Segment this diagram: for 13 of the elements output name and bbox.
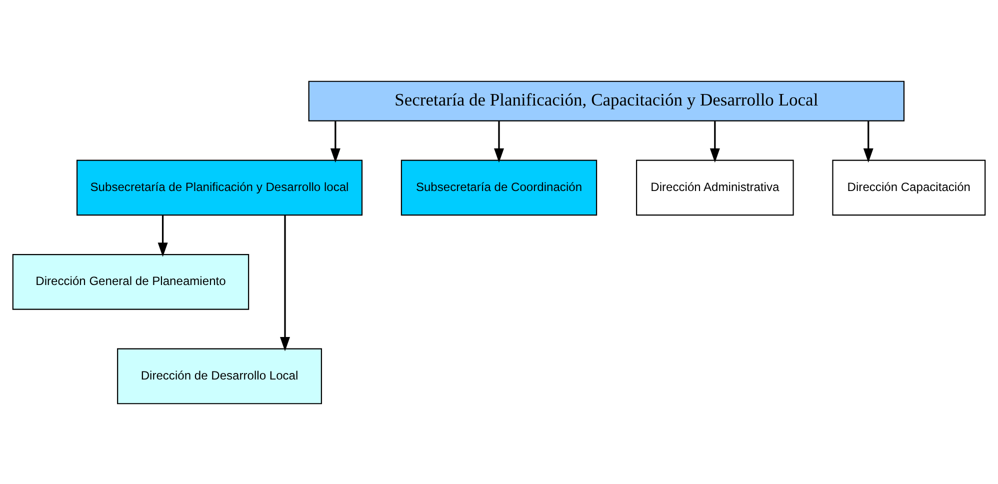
node-box: Dirección de Desarrollo Local — [117, 348, 322, 404]
arrow — [158, 214, 168, 256]
arrow — [863, 120, 874, 162]
node-box: Subsecretaría de Planificación y Desarrollo local — [76, 159, 363, 216]
node-box: Dirección Administrativa — [636, 159, 794, 216]
node-box: Dirección General de Planeamiento — [12, 254, 250, 310]
node-box: Secretaría de Planificación, Capacitación y Desarrollo Local — [308, 80, 905, 121]
node-box: Dirección Capacitación — [832, 159, 986, 216]
arrow — [710, 120, 720, 162]
arrow — [280, 214, 290, 351]
arrow — [494, 120, 504, 162]
arrow — [330, 120, 340, 162]
node-box: Subsecretaría de Coordinación — [400, 159, 598, 216]
